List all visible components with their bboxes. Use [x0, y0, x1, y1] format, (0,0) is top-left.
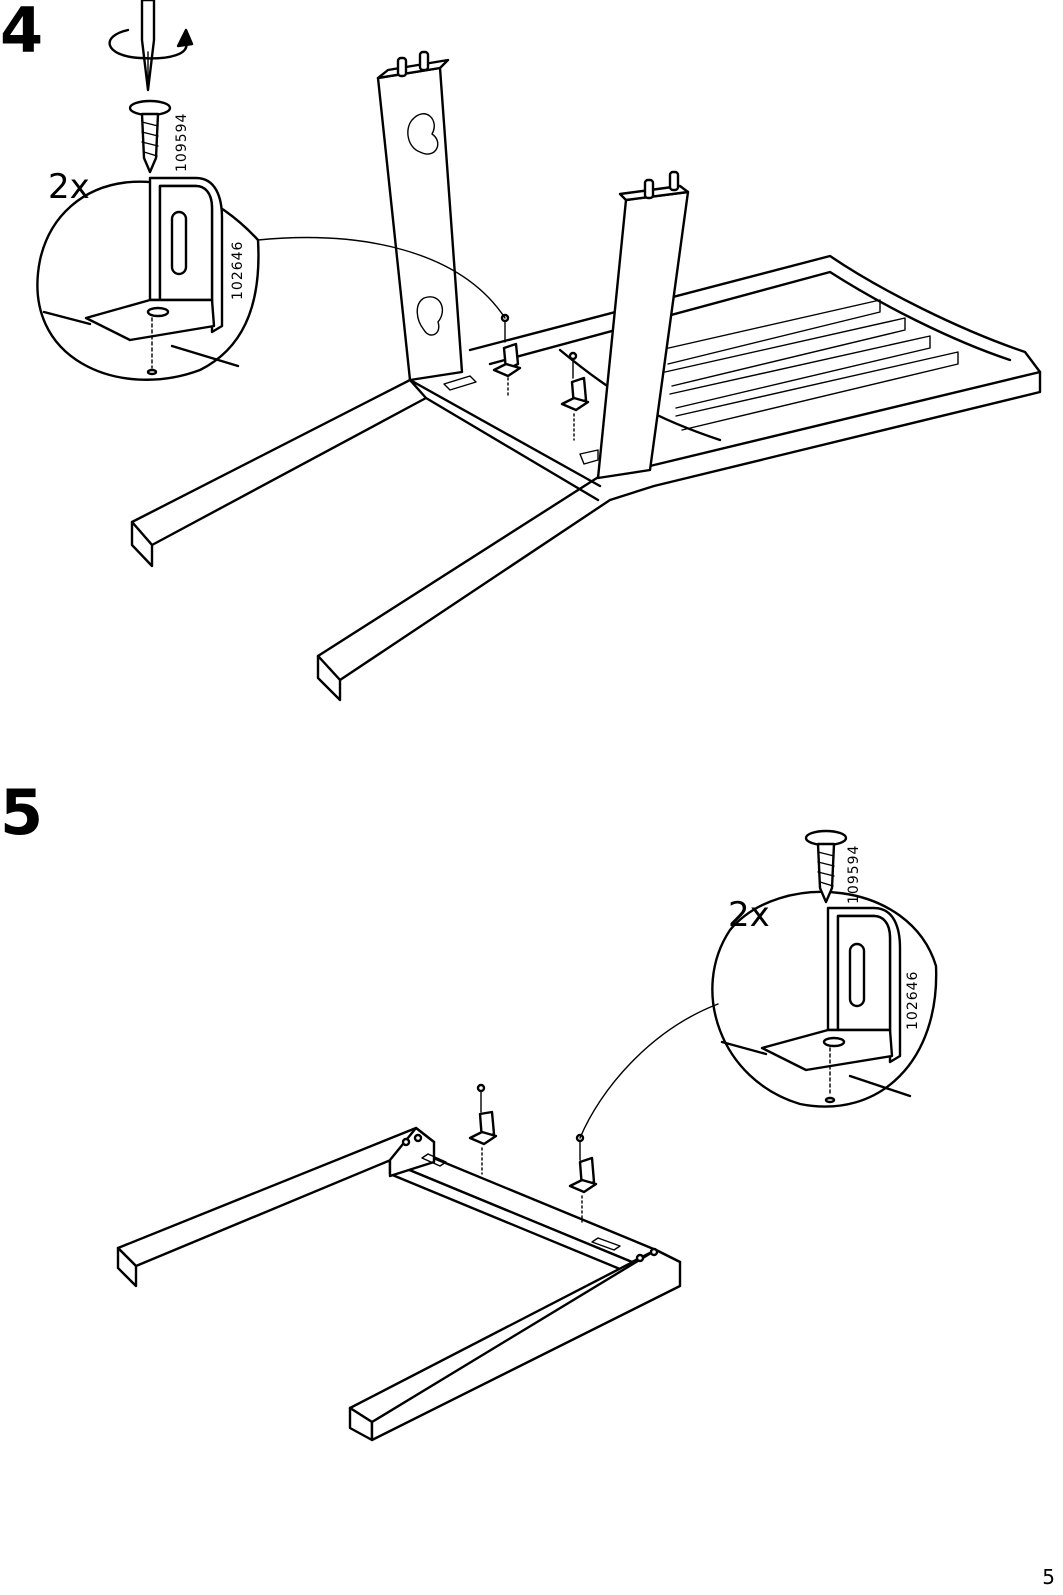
- step-4-bracket-right: [562, 353, 588, 440]
- step-4-bracket-left: [494, 315, 520, 398]
- step-5-frame: [118, 1128, 680, 1440]
- angle-bracket-icon: [762, 908, 900, 1070]
- step-5-callout: [580, 831, 936, 1138]
- screw-icon: [130, 101, 170, 172]
- step-5-bracket-left: [470, 1085, 496, 1174]
- step-4-chair-frame: [132, 52, 1040, 700]
- step-5-bracket-right: [570, 1135, 596, 1222]
- screwdriver-icon: [142, 0, 154, 90]
- angle-bracket-icon: [86, 178, 222, 340]
